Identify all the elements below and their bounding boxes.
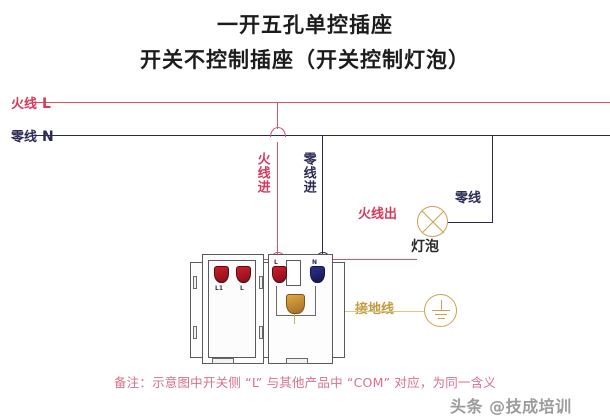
live-out-label: 火线出: [358, 207, 398, 222]
lamp-label: 灯泡: [411, 239, 439, 255]
earth-ground-icon-stem: [440, 300, 442, 310]
device-clip-left-top: [193, 276, 197, 289]
live-drop-wire-upper: [277, 102, 278, 129]
live-in-label: 火线进: [254, 152, 270, 194]
switch-socket-device: L1 L L N: [190, 254, 345, 364]
earth-ground-icon: [424, 294, 457, 327]
terminal-socket-neutral[interactable]: [310, 266, 325, 283]
neutral-line-label-cn: 零线: [11, 130, 38, 145]
live-bus-line: [35, 102, 610, 103]
device-tab-left: [212, 358, 234, 364]
watermark-text: 头条 @技成培训: [450, 397, 572, 416]
ground-wire-horizontal: [318, 311, 424, 312]
live-drop-wire-lower: [277, 142, 278, 259]
device-clip-left-bottom: [193, 326, 197, 339]
terminal-socket-neutral-caption: N: [312, 259, 318, 266]
terminal-l-caption: L: [240, 285, 244, 292]
device-tab-right: [286, 358, 308, 364]
terminal-l1[interactable]: [214, 266, 229, 283]
live-line-label: 火线 L: [11, 93, 51, 112]
wire-crossing-hop-icon: [270, 127, 286, 137]
terminal-socket-earth[interactable]: [286, 294, 305, 314]
earth-ground-icon-bar-3: [438, 318, 445, 319]
footnote-text: 备注：示意图中开关侧 “L” 与其他产品中 “COM” 对应，为同一含义: [113, 375, 497, 390]
live-line-label-en: L: [42, 96, 51, 112]
socket-slot: [286, 260, 301, 286]
neutral-right-label: 零线: [455, 191, 482, 206]
socket-earth-bracket: [276, 286, 316, 316]
neutral-drop-wire: [322, 135, 323, 259]
earth-ground-icon-bar-1: [432, 310, 450, 311]
terminal-socket-live[interactable]: [272, 266, 287, 283]
earth-ground-icon-bar-2: [435, 314, 447, 315]
device-clip-mid-bottom: [259, 326, 263, 339]
ground-wire-label: 接地线: [355, 302, 395, 317]
live-line-label-cn: 火线: [11, 97, 38, 112]
terminal-socket-live-caption: L: [274, 259, 278, 266]
diagram-title-line-1: 一开五孔单控插座: [217, 13, 393, 37]
neutral-in-label: 零线进: [300, 152, 316, 194]
lamp-icon: [417, 206, 448, 237]
neutral-lamp-return-wire: [492, 135, 493, 223]
diagram-title-line-2: 开关不控制插座（开关控制灯泡）: [140, 48, 470, 72]
terminal-l1-caption: L1: [215, 285, 223, 292]
device-clip-mid-top: [259, 276, 263, 289]
neutral-return-wire: [447, 222, 493, 223]
neutral-line-label: 零线 N: [11, 126, 54, 145]
socket-earth-stub-wire: [294, 312, 295, 324]
terminal-l-switch[interactable]: [236, 266, 251, 283]
neutral-line-label-en: N: [42, 129, 54, 145]
